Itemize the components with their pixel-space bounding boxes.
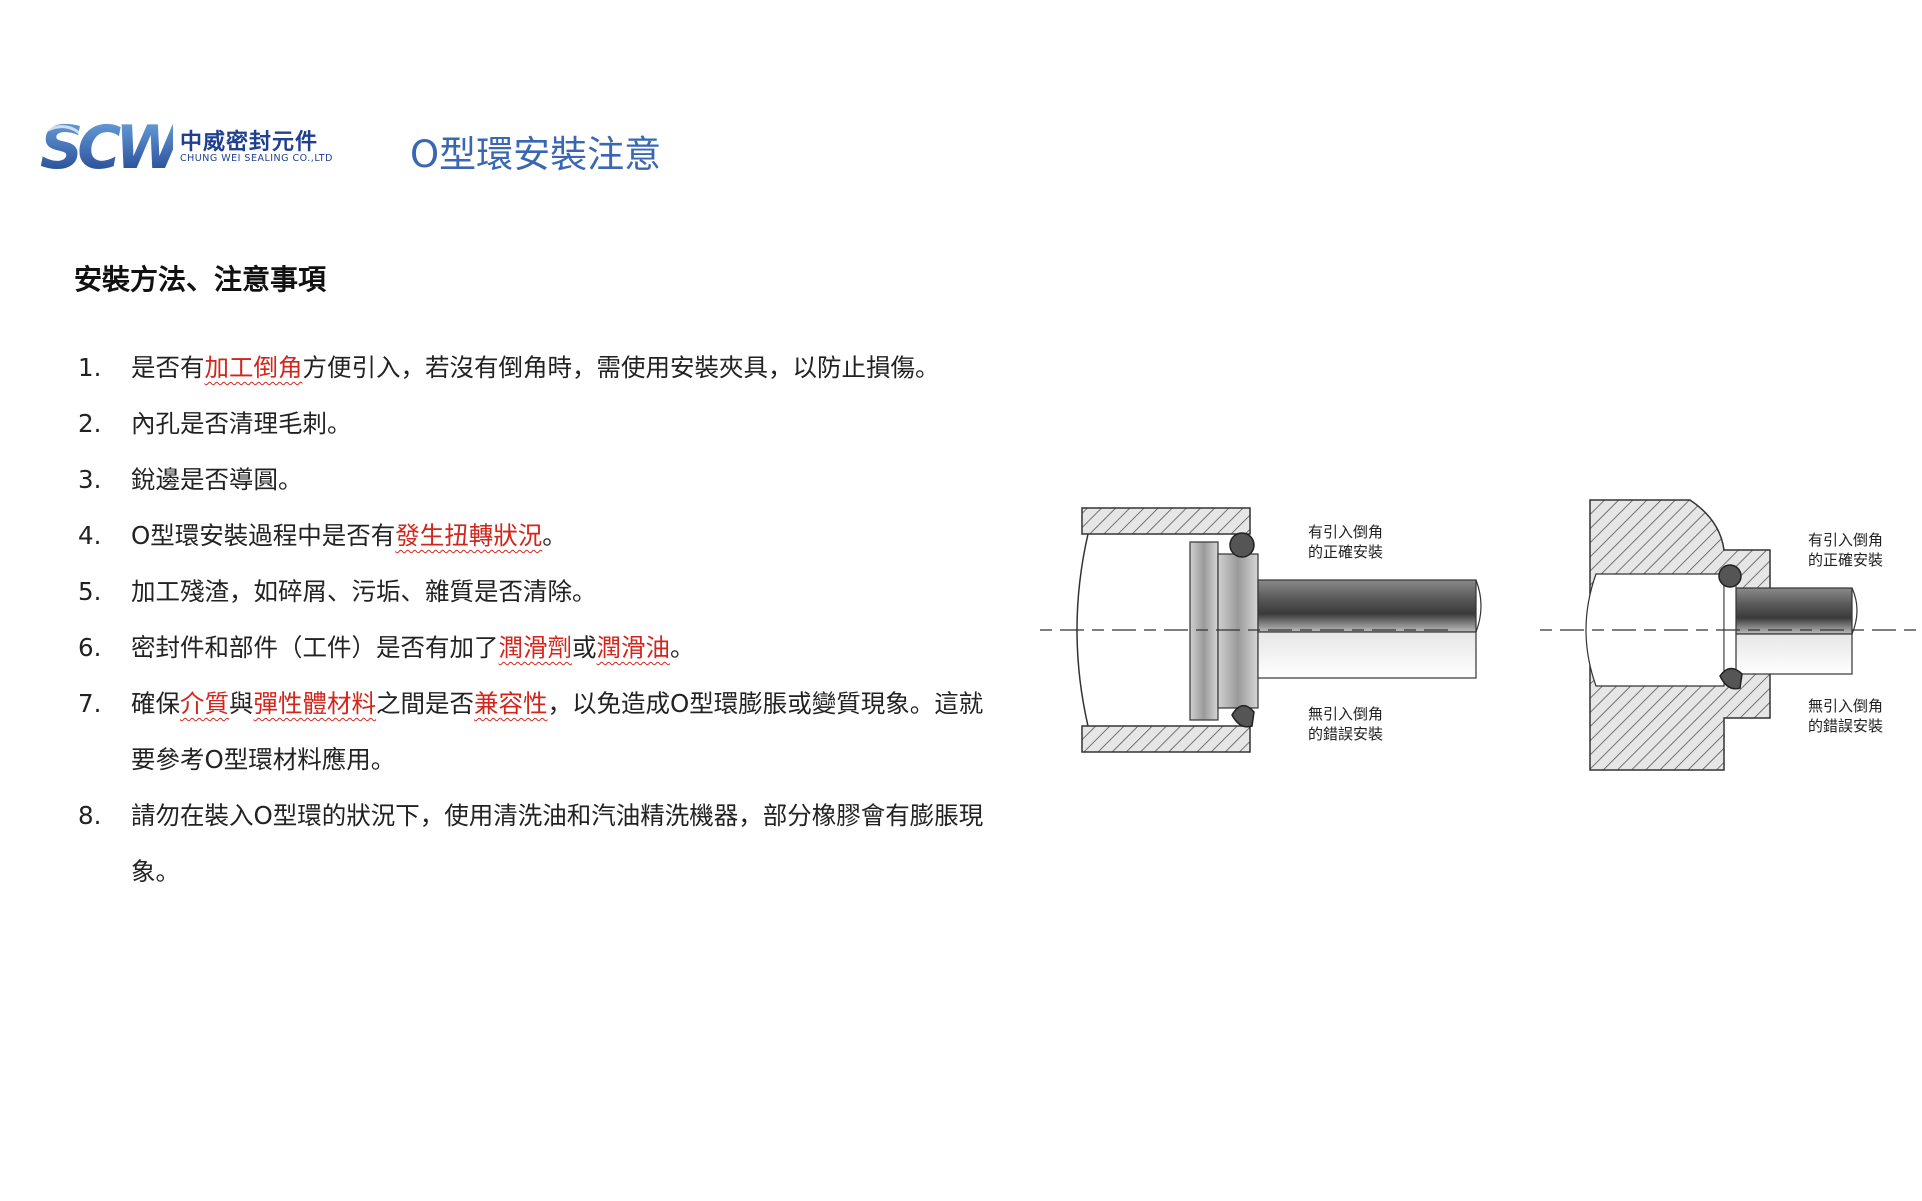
list-item-number: 1. xyxy=(78,353,102,382)
list-item-number: 5. xyxy=(78,577,102,606)
logo-chinese-name: 中威密封元件 xyxy=(180,130,319,155)
list-item-text: 內孔是否清理毛刺。 xyxy=(131,409,352,438)
list-item-text: 是否有 xyxy=(131,353,205,382)
list-item-text: 請勿在裝入O型環的狀況下，使用清洗油和汽油精洗機器，部分橡膠會有膨脹現象。 xyxy=(131,801,984,886)
list-item-number: 4. xyxy=(78,521,102,550)
list-item-number: 6. xyxy=(78,633,102,662)
right-correct-caption: 有引入倒角的正確安裝 xyxy=(1808,531,1884,569)
left-wrong-caption: 無引入倒角的錯誤安裝 xyxy=(1308,705,1384,743)
list-item: 6. 密封件和部件（工件）是否有加了潤滑劑或潤滑油。 xyxy=(74,620,994,676)
highlighted-term: 發生扭轉狀況 xyxy=(395,521,543,550)
right-wrong-caption: 無引入倒角的錯誤安裝 xyxy=(1808,697,1884,735)
list-item: 8. 請勿在裝入O型環的狀況下，使用清洗油和汽油精洗機器，部分橡膠會有膨脹現象。 xyxy=(74,788,994,900)
list-item: 2. 內孔是否清理毛刺。 xyxy=(74,396,994,452)
highlighted-term: 彈性體材料 xyxy=(253,689,377,718)
scw-logo-icon: SCW xyxy=(40,118,173,174)
list-item-text: 。 xyxy=(542,521,567,550)
list-item-text: 密封件和部件（工件）是否有加了 xyxy=(131,633,499,662)
list-item-text: 與 xyxy=(229,689,254,718)
list-item-text: 方便引入，若沒有倒角時，需使用安裝夾具，以防止損傷。 xyxy=(302,353,940,382)
oring-installation-drawing xyxy=(1040,499,1922,771)
instruction-list: 1. 是否有加工倒角方便引入，若沒有倒角時，需使用安裝夾具，以防止損傷。 2. 內孔是… xyxy=(74,340,994,900)
highlighted-term: 潤滑油 xyxy=(596,633,671,662)
list-item-text: 銳邊是否導圓。 xyxy=(131,465,303,494)
list-item: 5. 加工殘渣，如碎屑、污垢、雜質是否清除。 xyxy=(74,564,994,620)
left-figure xyxy=(1076,507,1482,753)
list-item: 3. 銳邊是否導圓。 xyxy=(74,452,994,508)
logo-english-name: CHUNG WEI SEALING CO.,LTD xyxy=(180,153,333,164)
list-item-number: 2. xyxy=(78,409,102,438)
left-correct-caption: 有引入倒角的正確安裝 xyxy=(1308,523,1384,561)
list-item-text: 。 xyxy=(670,633,695,662)
section-heading: 安裝方法、注意事項 xyxy=(74,263,327,296)
list-item: 4. O型環安裝過程中是否有發生扭轉狀況。 xyxy=(74,508,994,564)
list-item-number: 7. xyxy=(78,689,102,718)
list-item-text: 或 xyxy=(572,633,597,662)
list-item-number: 8. xyxy=(78,801,102,830)
list-item-text: 確保 xyxy=(131,689,180,718)
highlighted-term: 兼容性 xyxy=(474,689,548,718)
highlighted-term: 介質 xyxy=(180,689,229,718)
page-title: O型環安裝注意 xyxy=(410,133,662,176)
list-item-number: 3. xyxy=(78,465,102,494)
highlighted-term: 加工倒角 xyxy=(204,353,303,382)
highlighted-term: 潤滑劑 xyxy=(498,633,573,662)
list-item-text: 之間是否 xyxy=(376,689,474,718)
company-logo: SCW 中威密封元件 CHUNG WEI SEALING CO.,LTD xyxy=(38,118,338,178)
list-item: 1. 是否有加工倒角方便引入，若沒有倒角時，需使用安裝夾具，以防止損傷。 xyxy=(74,340,994,396)
list-item: 7. 確保介質與彈性體材料之間是否兼容性，以免造成O型環膨脹或變質現象。這就要參考… xyxy=(74,676,994,788)
installation-diagram: 有引入倒角的正確安裝 無引入倒角的錯誤安裝 有引入倒角的正確安裝 無引入倒角的錯… xyxy=(1030,480,1922,784)
list-item-text: ，以免造成O型環膨脹或變質現象。這就要參考O型環材料應用。 xyxy=(131,689,984,774)
list-item-text: 加工殘渣，如碎屑、污垢、雜質是否清除。 xyxy=(131,577,597,606)
list-item-text: O型環安裝過程中是否有 xyxy=(131,521,396,550)
